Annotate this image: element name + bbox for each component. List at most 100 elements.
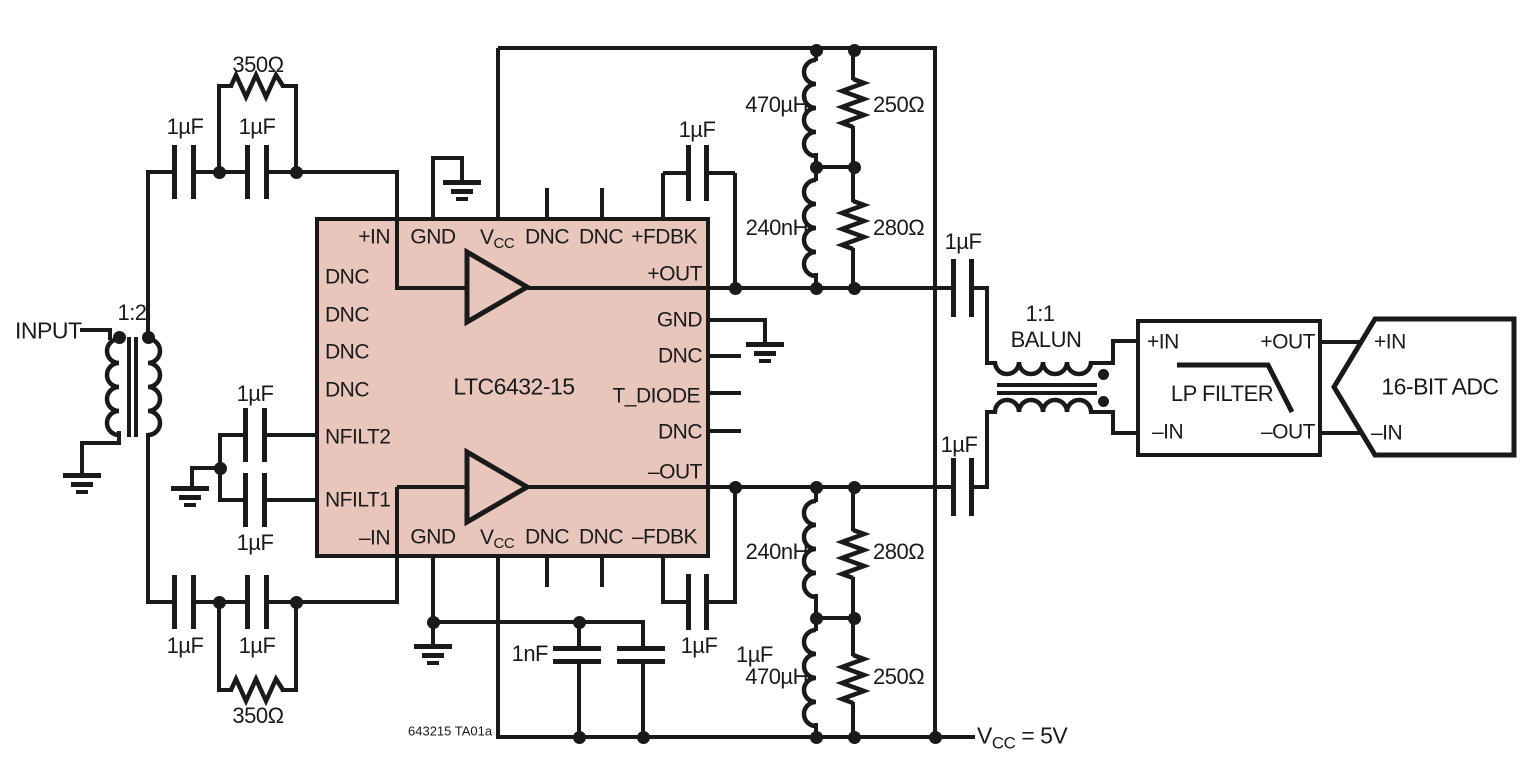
wire-segment [600, 188, 604, 219]
ic-pin-dnc-b2: DNC [579, 525, 624, 549]
wire-segment [196, 600, 219, 604]
wire-segment [395, 170, 399, 290]
wire-segment [108, 328, 112, 340]
resistor-280-lower-icon [835, 527, 871, 581]
wire-segment [641, 663, 645, 739]
wire-segment [190, 466, 194, 488]
wire-segment [217, 84, 221, 174]
cap-label-1uf-nfilt2: 1µF [236, 381, 274, 406]
wire-segment [496, 558, 500, 739]
wire-segment [814, 487, 818, 502]
res-label-350-bottom: 350Ω [232, 703, 284, 728]
cap-label-1uf-out-bottom: 1µF [940, 432, 978, 457]
supply-label: VCC = 5V [977, 722, 1068, 753]
adc-shape [1331, 316, 1517, 458]
wire-segment [709, 171, 735, 175]
wire-segment [146, 170, 150, 339]
lp-out-p-label: +OUT [1260, 330, 1315, 354]
wire-segment [851, 48, 855, 80]
wire-segment [851, 487, 855, 531]
capacitor-plate [686, 145, 691, 201]
ground-bar [76, 490, 88, 494]
wire-segment [1322, 340, 1372, 344]
ground-bar [179, 495, 201, 500]
ic-pin-vcc-bottom: VCC [480, 526, 515, 552]
wire-segment [710, 354, 741, 358]
wire-segment [661, 558, 665, 604]
wire-segment [498, 735, 975, 739]
ic-pin-nfilt1: NFILT1 [325, 488, 391, 512]
ic-pin-dnc-l3: DNC [325, 340, 370, 364]
capacitor-plate [704, 145, 709, 201]
wire-segment [80, 328, 112, 332]
wire-segment [196, 170, 219, 174]
capacitor-plate [553, 646, 601, 651]
ground-bar [422, 653, 444, 658]
wire-segment [933, 46, 937, 739]
lp-in-n-label: –IN [1152, 420, 1184, 444]
ground-bar [451, 189, 473, 194]
wire-segment [1111, 339, 1138, 343]
wire-segment [985, 361, 997, 365]
cap-label-1nf: 1nF [511, 641, 549, 666]
wire-segment [661, 173, 665, 219]
inductor-240nh-lower-icon [801, 498, 817, 600]
input-label: INPUT [15, 317, 82, 344]
balun-top-winding-icon [992, 361, 1094, 377]
wire-segment [397, 286, 469, 290]
wire-segment [985, 286, 989, 365]
ic-pin-dnc-r1: DNC [658, 344, 703, 368]
wire-segment [84, 441, 119, 445]
wire-segment [997, 391, 1097, 395]
wire-segment [1111, 341, 1115, 365]
ground-bar [63, 473, 101, 478]
wire-segment [269, 170, 298, 174]
wire-segment [269, 600, 298, 604]
junction-dot [809, 611, 823, 625]
ic-pin-dnc-b1: DNC [525, 525, 570, 549]
junction-dot [809, 160, 823, 174]
wire-segment [397, 485, 469, 489]
wire-segment [192, 466, 222, 470]
junction-dot [572, 730, 586, 744]
balun-ratio-label: 1:1 [1025, 301, 1055, 326]
ic-pin-in-n: –IN [358, 526, 391, 550]
ic-pin-t-diode: T_DIODE [612, 384, 700, 408]
wire-segment [496, 48, 500, 219]
wire-segment [1089, 410, 1115, 414]
transformer-secondary-winding-icon [147, 336, 163, 438]
junction-dot [847, 160, 861, 174]
ic-pin-in-p: +IN [358, 225, 390, 249]
lowpass-response-icon [1177, 362, 1295, 414]
capacitor-plate [686, 574, 691, 630]
res-label-280-lower: 280Ω [873, 539, 925, 564]
capacitor-plate [553, 659, 601, 664]
xfmr-ratio-label: 1:2 [117, 300, 147, 325]
inductor-240nh-upper-icon [801, 177, 817, 279]
wire-segment [710, 391, 741, 395]
resistor-350-upper-icon [228, 69, 285, 103]
ic-pin-gnd-bottom: GND [410, 525, 456, 549]
wire-segment [127, 337, 131, 437]
wire-segment [134, 337, 138, 437]
capacitor-plate [264, 145, 269, 199]
ic-pin-dnc-r2: DNC [658, 420, 703, 444]
wire-segment [460, 156, 464, 182]
cap-label-1uf-top2: 1µF [238, 114, 276, 139]
ground-bar [456, 197, 468, 201]
wire-segment [1111, 410, 1115, 435]
junction-dot [847, 730, 861, 744]
junction-dot [112, 330, 126, 344]
wire-segment [814, 273, 818, 288]
wire-segment [1111, 431, 1138, 435]
ind-label-470uh-upper: 470µH [745, 92, 808, 117]
ic-pin-vcc-top: VCC [480, 226, 515, 252]
ground-bar [414, 644, 452, 649]
wire-segment [1089, 361, 1115, 365]
wire-segment [709, 600, 735, 604]
capacitor-plate [245, 145, 250, 199]
resistor-350-lower-icon [228, 673, 285, 707]
cap-label-1uf-top1: 1µF [166, 114, 204, 139]
wire-segment [221, 433, 245, 437]
wire-segment [733, 173, 737, 290]
